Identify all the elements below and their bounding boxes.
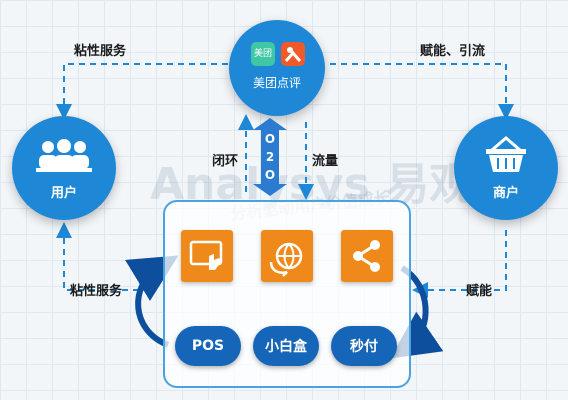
tablet-touch-tile — [181, 230, 233, 282]
product-xiaobaihe: 小白盒 — [253, 326, 319, 366]
label-top-right: 赋能、引流 — [420, 44, 486, 59]
link-top-left — [56, 63, 228, 120]
cycle-arrow-left — [125, 255, 179, 348]
product-panel: POS 小白盒 秒付 — [163, 200, 411, 388]
merchants-node: 商户 — [454, 116, 558, 220]
o2o-badge: O 2 O — [253, 118, 287, 196]
o2o-letter-1: O — [264, 132, 276, 146]
link-bottom-right — [412, 230, 507, 298]
meituan-dianping-label: 美团点评 — [252, 76, 301, 90]
label-closed-loop: 闭环 — [212, 154, 239, 169]
label-traffic: 流量 — [312, 154, 339, 169]
globe-refresh-tile — [261, 230, 313, 282]
users-node: 用户 — [12, 116, 116, 220]
merchants-label: 商户 — [492, 186, 519, 201]
users-icon — [34, 138, 94, 178]
product-miaofu: 秒付 — [331, 326, 397, 366]
link-top-right — [330, 63, 514, 120]
meituan-logo-icon: 美团 — [251, 42, 275, 66]
link-bottom-left — [56, 222, 150, 291]
share-icon — [353, 240, 380, 272]
product-pos: POS — [175, 326, 241, 366]
o2o-letter-3: O — [264, 168, 276, 182]
dianping-logo-icon — [281, 42, 305, 66]
meituan-dianping-node: 美团 美团点评 — [229, 20, 325, 116]
users-label: 用户 — [50, 186, 77, 201]
basket-icon — [484, 136, 528, 178]
globe-refresh-icon — [269, 242, 303, 277]
tablet-touch-icon — [189, 240, 223, 270]
label-top-left: 粘性服务 — [74, 44, 127, 59]
share-tile — [341, 230, 393, 282]
label-bottom-right: 赋能 — [466, 284, 493, 299]
label-bottom-left: 粘性服务 — [70, 284, 123, 299]
o2o-letter-2: 2 — [265, 150, 275, 164]
